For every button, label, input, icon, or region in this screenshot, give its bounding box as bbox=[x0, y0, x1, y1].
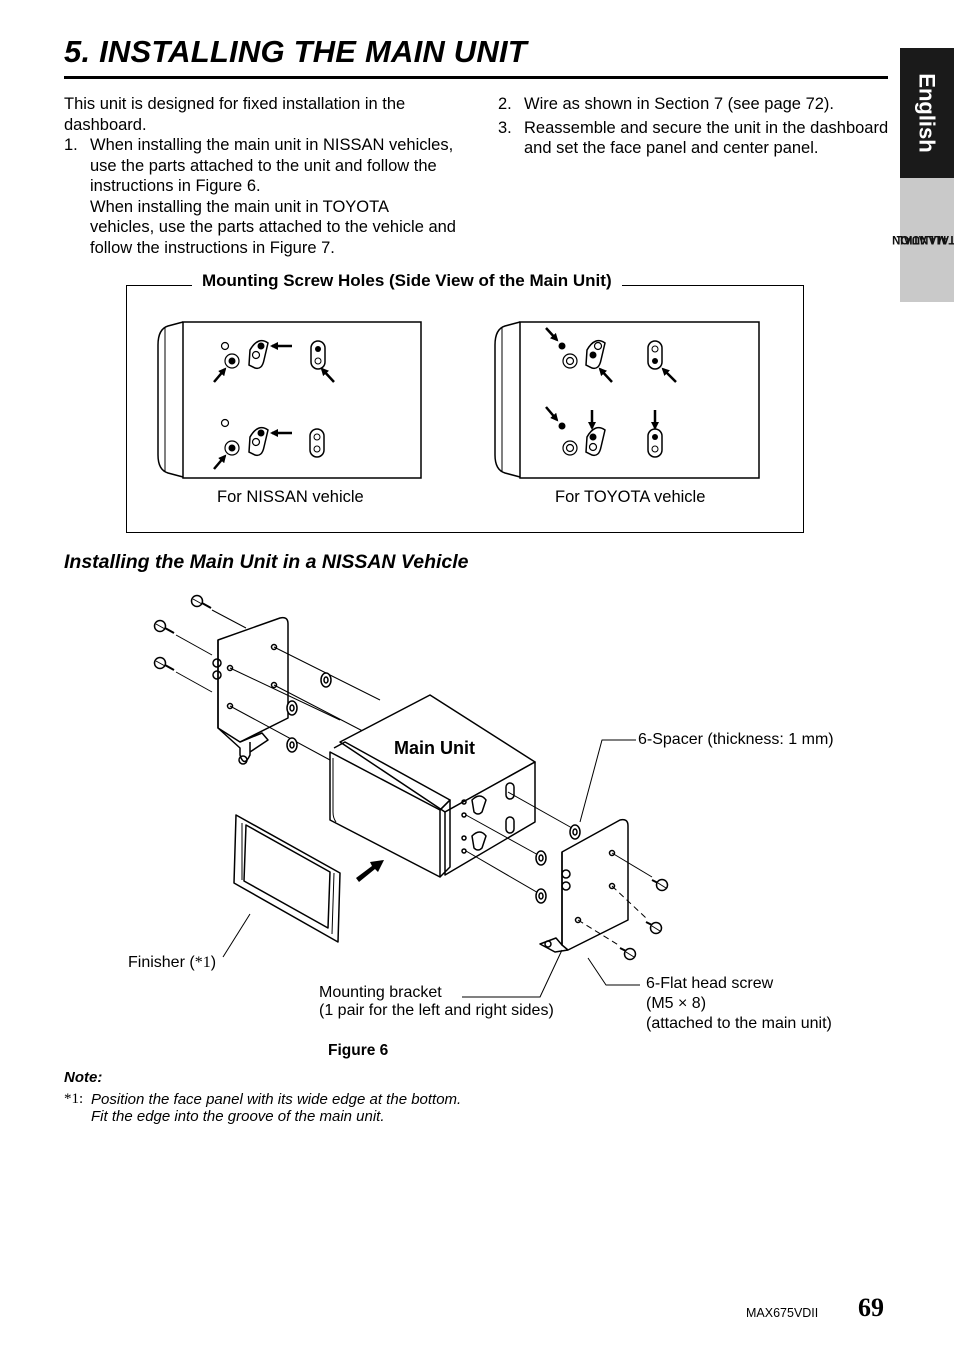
right-mounting-bracket bbox=[539, 818, 629, 953]
section-subheading: Installing the Main Unit in a NISSAN Veh… bbox=[64, 551, 469, 573]
list-item-2: 2. Wire as shown in Section 7 (see page … bbox=[498, 94, 890, 115]
left-screws bbox=[153, 594, 212, 671]
nissan-caption: For NISSAN vehicle bbox=[217, 488, 364, 506]
list-item-3-text: Reassemble and secure the unit in the da… bbox=[524, 118, 889, 158]
right-column: 2. Wire as shown in Section 7 (see page … bbox=[498, 94, 890, 159]
list-item-1-text-b: When installing the main unit in TOYOTA … bbox=[90, 197, 456, 257]
page-number: 69 bbox=[858, 1293, 884, 1322]
title-rule bbox=[64, 76, 888, 79]
intro-paragraph: This unit is designed for fixed installa… bbox=[64, 95, 406, 134]
finisher-frame bbox=[233, 814, 341, 943]
right-screws bbox=[619, 878, 669, 961]
list-item-2-number: 2. bbox=[498, 95, 512, 113]
model-number: MAX675VDII bbox=[746, 1306, 819, 1320]
flat-head-screw-label: 6-Flat head screw (M5 × 8) (attached to … bbox=[646, 974, 832, 1034]
toyota-side-view bbox=[494, 321, 760, 479]
side-tab-language-block bbox=[900, 48, 954, 178]
flat-head-screw-label-line2: (M5 × 8) bbox=[646, 995, 707, 1012]
finisher-label-close: ) bbox=[210, 954, 217, 971]
mounting-bracket-label: Mounting bracket (1 pair for the left an… bbox=[319, 984, 554, 1020]
page-title: 5. INSTALLING THE MAIN UNIT bbox=[64, 34, 527, 69]
note-body: *1: Position the face panel with its wid… bbox=[64, 1091, 464, 1125]
left-column: This unit is designed for fixed installa… bbox=[64, 94, 456, 258]
list-item-1-number: 1. bbox=[64, 136, 78, 154]
mounting-bracket-label-line2: (1 pair for the left and right sides) bbox=[319, 1002, 554, 1019]
note-marker: *1: bbox=[64, 1091, 84, 1107]
list-item-3: 3. Reassemble and secure the unit in the… bbox=[498, 118, 890, 159]
list-item-3-number: 3. bbox=[498, 118, 512, 137]
list-item-1-text-a: When installing the main unit in NISSAN … bbox=[90, 136, 454, 195]
list-item-1: 1. When installing the main unit in NISS… bbox=[64, 135, 456, 258]
flat-head-screw-label-line3: (attached to the main unit) bbox=[646, 1015, 832, 1032]
flat-head-screw-label-line1: 6-Flat head screw bbox=[646, 975, 774, 992]
finisher-label-text: Finisher ( bbox=[128, 954, 195, 971]
finisher-label-mark: *1 bbox=[194, 954, 211, 971]
spacer-label: 6-Spacer (thickness: 1 mm) bbox=[638, 731, 834, 748]
main-unit-body bbox=[329, 694, 536, 878]
left-mounting-bracket bbox=[212, 616, 289, 765]
mounting-holes-title: Mounting Screw Holes (Side View of the M… bbox=[192, 271, 622, 291]
nissan-side-view bbox=[157, 321, 422, 479]
list-item-2-text: Wire as shown in Section 7 (see page 72)… bbox=[524, 95, 834, 113]
finisher-label: Finisher (*1) bbox=[128, 954, 216, 972]
toyota-caption: For TOYOTA vehicle bbox=[555, 488, 706, 506]
figure-caption: Figure 6 bbox=[328, 1042, 389, 1059]
note-text: Position the face panel with its wide ed… bbox=[91, 1091, 462, 1125]
note-heading: Note: bbox=[64, 1069, 103, 1086]
main-unit-label: Main Unit bbox=[394, 738, 475, 758]
mounting-bracket-label-line1: Mounting bracket bbox=[319, 984, 442, 1001]
